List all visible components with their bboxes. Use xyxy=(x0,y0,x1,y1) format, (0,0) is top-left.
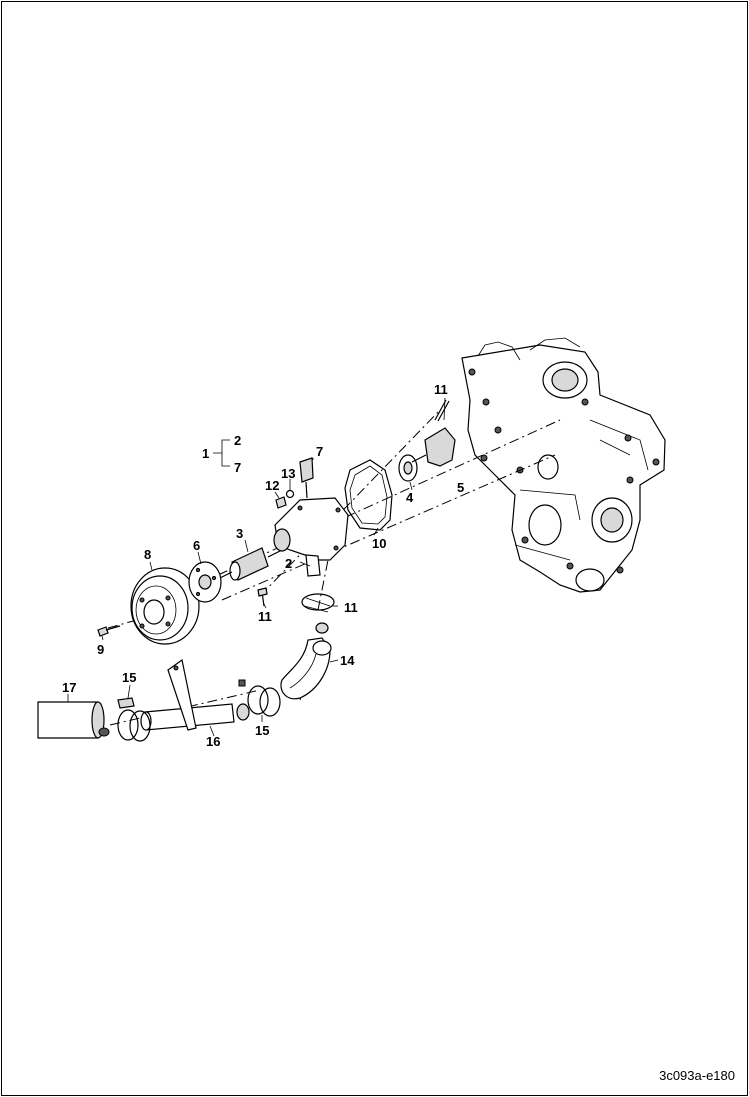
callout-9: 9 xyxy=(97,642,104,657)
engine-front-cover xyxy=(461,337,666,593)
studs xyxy=(257,399,450,607)
pump-body xyxy=(273,497,349,577)
callout-7: 7 xyxy=(316,444,323,459)
callout-12: 12 xyxy=(265,478,279,493)
hose-clamps-right xyxy=(236,679,281,721)
impeller xyxy=(411,427,456,467)
pulley xyxy=(130,567,200,645)
callout-15-left: 15 xyxy=(122,670,136,685)
pump-seal xyxy=(398,454,418,482)
callout-15-right: 15 xyxy=(255,723,269,738)
callout-5: 5 xyxy=(457,480,464,495)
callout-11-clamp: 11 xyxy=(344,600,358,615)
callout-16: 16 xyxy=(206,734,220,749)
callout-labels: 1 2 7 2 3 4 5 6 7 8 9 10 11 11 11 12 13 … xyxy=(62,382,464,749)
callout-4: 4 xyxy=(406,490,414,505)
callout-group-2: 2 xyxy=(234,433,241,448)
pump-gasket xyxy=(344,459,393,531)
shaft-bearing xyxy=(219,547,283,581)
bypass-hose xyxy=(280,637,332,700)
callout-17: 17 xyxy=(62,680,76,695)
hose-clamps-left xyxy=(117,697,151,742)
callout-3: 3 xyxy=(236,526,243,541)
callout-group-7: 7 xyxy=(234,460,241,475)
small-bolts xyxy=(275,489,295,509)
callout-11-stud: 11 xyxy=(434,382,448,397)
figure-reference-code: 3c093a-e180 xyxy=(659,1068,735,1083)
callout-10: 10 xyxy=(372,536,386,551)
pump-fitting xyxy=(299,457,314,499)
callout-13: 13 xyxy=(281,466,295,481)
pulley-bolt xyxy=(97,625,121,637)
callout-8: 8 xyxy=(144,547,151,562)
callout-2: 2 xyxy=(285,556,292,571)
callout-11-bolt: 11 xyxy=(258,609,272,624)
hose-clamp-upper xyxy=(301,593,335,634)
callout-1: 1 xyxy=(202,446,209,461)
callout-14: 14 xyxy=(340,653,355,668)
callout-6: 6 xyxy=(193,538,200,553)
leader-lines xyxy=(67,397,446,737)
water-pipe xyxy=(140,658,235,731)
pump-flange xyxy=(188,561,222,603)
radiator-hose xyxy=(37,701,110,739)
